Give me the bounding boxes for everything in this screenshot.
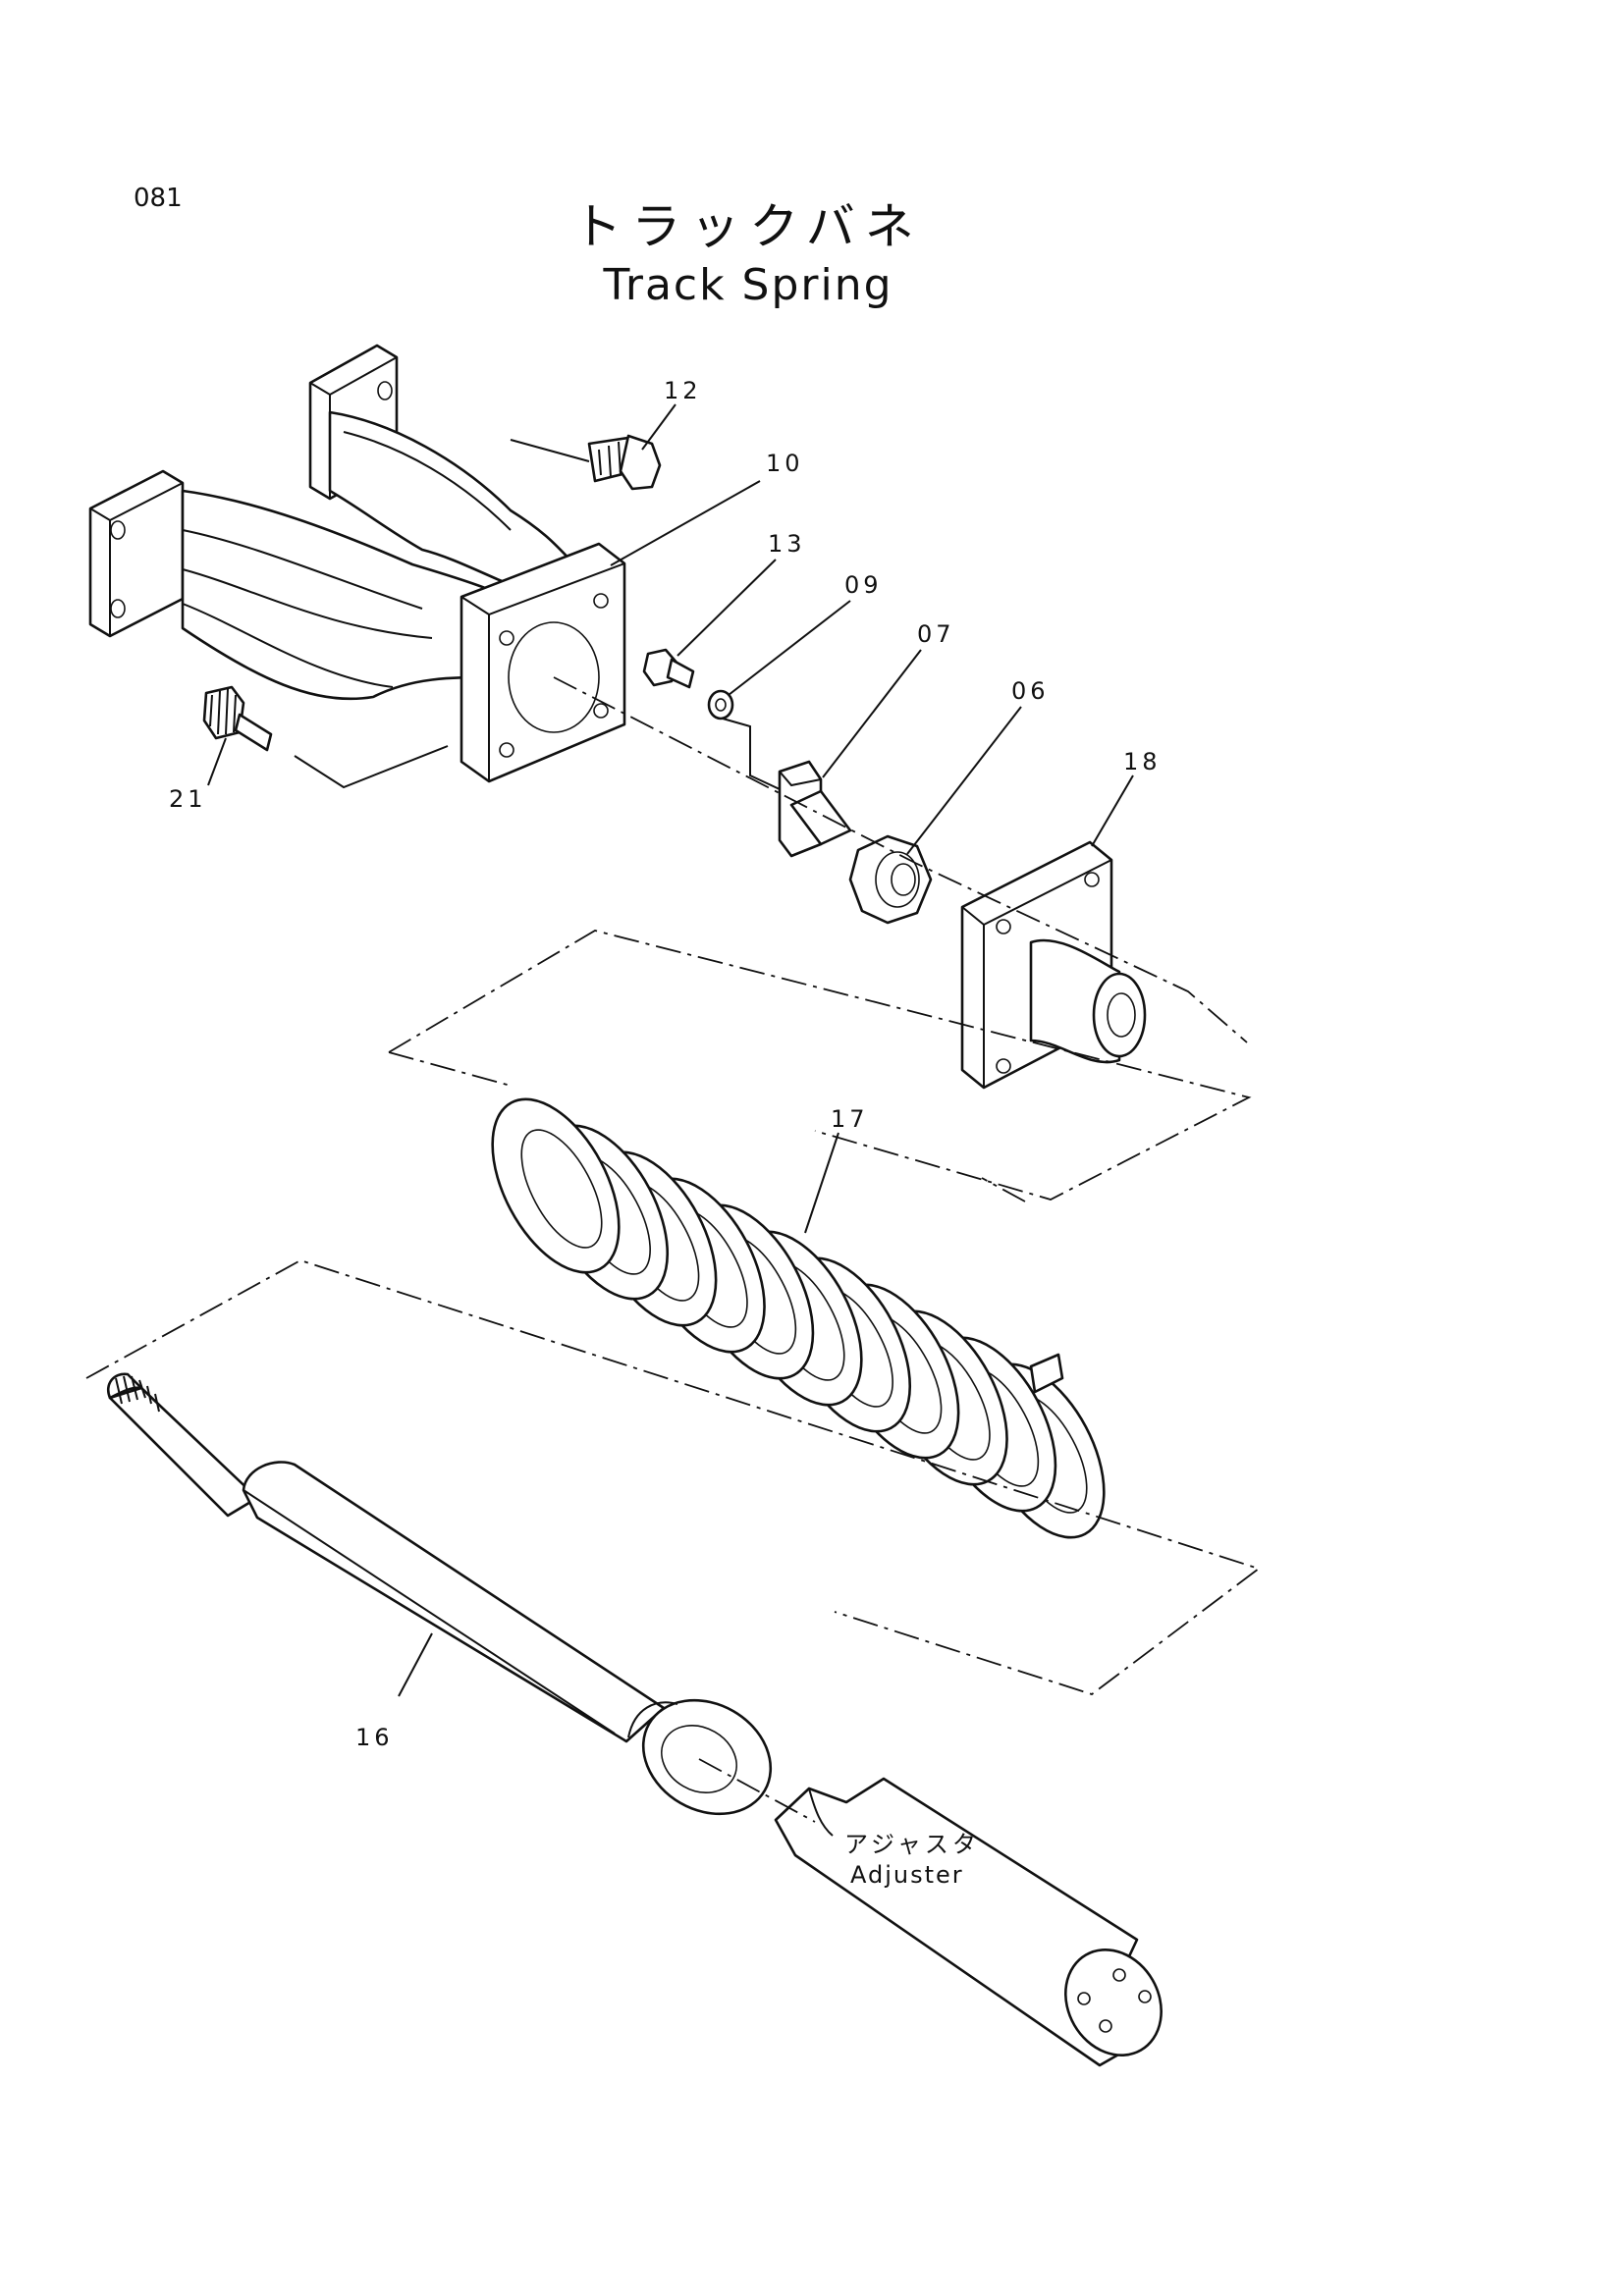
title-english: Track Spring [602, 260, 893, 310]
part-number-label: 07 [917, 620, 955, 648]
adjuster-label-en: Adjuster [850, 1861, 964, 1889]
callout-09: 09 [728, 571, 883, 696]
spring-end-tab [1029, 1353, 1064, 1394]
callout-10: 10 [610, 450, 804, 566]
lock-plate-07 [778, 760, 852, 858]
callout-18: 18 [1091, 748, 1162, 847]
title-japanese: トラックバネ [572, 198, 924, 255]
screw-21 [202, 685, 449, 789]
spring-coil [491, 1097, 621, 1274]
callout-13: 13 [676, 530, 806, 657]
rod-plane [85, 1259, 1261, 1695]
part-number-label: 12 [664, 377, 702, 404]
center-line-upper [553, 676, 1248, 1043]
coil-spring-17 [491, 1097, 1106, 1539]
callout-17: 17 [804, 1105, 869, 1234]
leader-washer [722, 718, 781, 790]
rod-16 [107, 1372, 773, 1816]
part-number-label: 21 [169, 785, 207, 813]
callout-07: 07 [822, 620, 955, 778]
adjuster-label-jp: アジャスタ [844, 1831, 980, 1858]
part-number-label: 17 [831, 1105, 869, 1133]
frame-bracket [88, 344, 626, 783]
adjuster: アジャスタ Adjuster [774, 1777, 1163, 2067]
callout-16: 16 [355, 1632, 433, 1751]
callout-12: 12 [641, 377, 702, 451]
nut-06 [848, 834, 933, 925]
part-number-label: 16 [355, 1724, 394, 1751]
part-number-label: 18 [1123, 748, 1162, 775]
center-line-lower [698, 1758, 816, 1823]
part-number-label: 06 [1011, 677, 1050, 705]
part-number-label: 09 [844, 571, 883, 599]
bolt-13 [642, 648, 695, 689]
callout-21: 21 [169, 737, 227, 813]
callout-06: 06 [906, 677, 1050, 855]
washer-09 [707, 689, 734, 721]
part-number-label: 13 [768, 530, 806, 558]
bracket-18 [960, 840, 1147, 1090]
spring-coil-inner [520, 1129, 603, 1249]
spring-plane [388, 930, 1252, 1201]
part-number-label: 10 [766, 450, 804, 477]
page-number: 081 [134, 184, 183, 213]
bolt-12 [510, 434, 662, 491]
